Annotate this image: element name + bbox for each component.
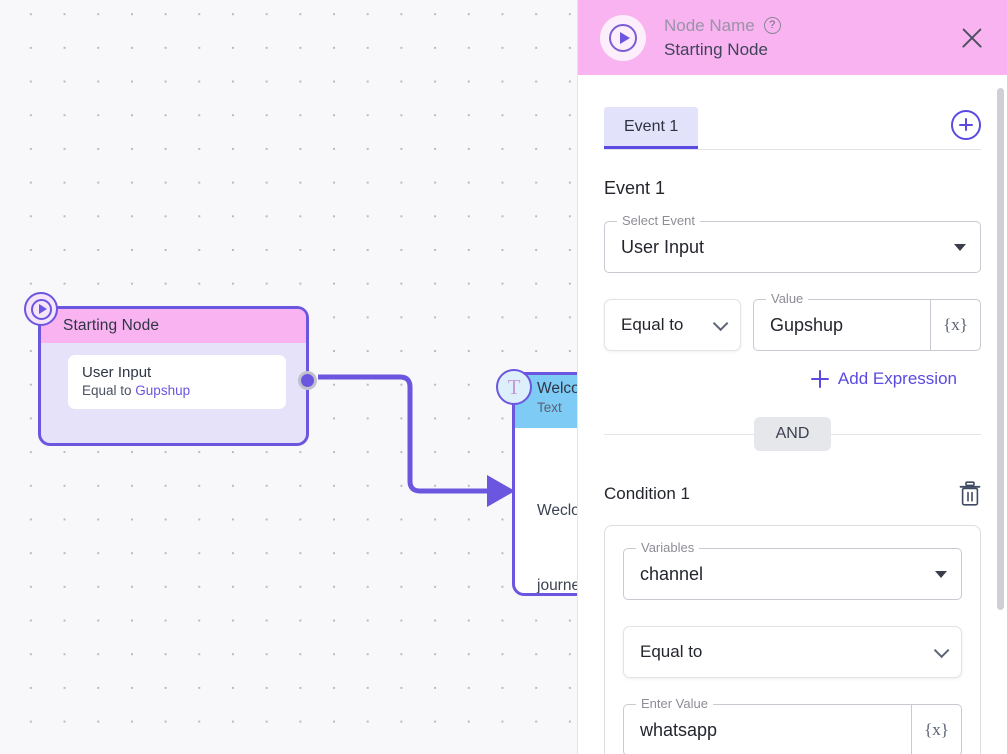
- canvas-text-node-body: Weclo journe {{var. nel_i: [515, 428, 578, 594]
- condition-expression-icon-label: {x}: [924, 720, 949, 739]
- condition-card: Variables channel Equal to Enter Value w…: [604, 525, 981, 754]
- condition-value-label: Enter Value: [636, 696, 713, 711]
- trash-icon[interactable]: [959, 481, 981, 507]
- plus-circle-icon[interactable]: [951, 109, 981, 140]
- caret-down-icon: [935, 570, 947, 578]
- panel-node-name-value[interactable]: Starting Node: [664, 39, 768, 59]
- condition-title: Condition 1: [604, 484, 691, 503]
- expression-toggle-button[interactable]: {x}: [930, 299, 981, 351]
- condition-header-row: Condition 1: [604, 481, 981, 507]
- chevron-down-icon: [712, 315, 729, 331]
- event-value-field[interactable]: Value Gupshup: [753, 291, 930, 351]
- play-circle-icon: [600, 14, 646, 61]
- logic-operator-row: AND: [604, 417, 981, 451]
- condition-operator-value: Equal to: [640, 642, 703, 661]
- canvas-node-event-subtitle: Equal to Gupshup: [82, 383, 272, 398]
- event-section-title: Event 1: [604, 178, 666, 198]
- condition-expression-toggle-button[interactable]: {x}: [911, 704, 962, 754]
- condition-operator-select[interactable]: Equal to: [623, 626, 962, 678]
- logic-operator-chip[interactable]: AND: [753, 417, 832, 451]
- canvas-node-event-card[interactable]: User Input Equal to Gupshup: [68, 355, 286, 409]
- select-event-label: Select Event: [617, 213, 700, 228]
- canvas-node-body: User Input Equal to Gupshup: [41, 343, 306, 423]
- add-expression-label: Add Expression: [837, 369, 957, 388]
- plus-icon: [810, 370, 829, 388]
- canvas-node-starting[interactable]: Starting Node User Input Equal to Gupshu…: [24, 292, 317, 446]
- node-config-panel: Node Name ? Starting Node Event 1 Event …: [577, 0, 1007, 754]
- canvas-node-event-value: Gupshup: [135, 383, 191, 398]
- select-event-value: User Input: [621, 236, 705, 257]
- condition-variables-value: channel: [640, 563, 704, 584]
- panel-header: Node Name ? Starting Node: [578, 0, 1007, 75]
- canvas-text-node-title: Welco: [537, 380, 578, 397]
- panel-scrollbar-thumb[interactable]: [997, 88, 1004, 610]
- condition-value-row: Enter Value whatsapp {x}: [623, 696, 962, 754]
- caret-down-icon: [954, 243, 966, 251]
- canvas-text-node-line2: journe: [537, 577, 578, 594]
- condition-value-input[interactable]: whatsapp: [640, 719, 718, 740]
- question-mark-icon[interactable]: ?: [763, 17, 781, 34]
- select-event-field[interactable]: Select Event User Input: [604, 213, 981, 273]
- add-expression-button[interactable]: Add Expression: [604, 369, 981, 389]
- tab-event-1[interactable]: Event 1: [604, 107, 699, 149]
- chevron-down-icon: [933, 642, 950, 658]
- event-value-label: Value: [766, 291, 809, 306]
- event-tabs-row: Event 1: [604, 107, 981, 150]
- event-operator-value: Equal to: [621, 315, 684, 334]
- expression-icon-label: {x}: [943, 315, 968, 334]
- event-value-input[interactable]: Gupshup: [770, 314, 844, 335]
- condition-variables-field[interactable]: Variables channel: [623, 540, 962, 600]
- canvas-text-node-subtitle: Text: [537, 400, 562, 415]
- close-icon[interactable]: [955, 21, 989, 55]
- panel-node-name-label: Node Name: [664, 15, 755, 35]
- canvas-text-node-line1: Weclo: [537, 502, 578, 519]
- event-operator-select[interactable]: Equal to: [604, 299, 741, 351]
- condition-variables-label: Variables: [636, 540, 700, 555]
- canvas-node-event-operator: Equal to: [82, 383, 136, 398]
- text-T-icon: T: [496, 369, 532, 405]
- flow-canvas[interactable]: Starting Node User Input Equal to Gupshu…: [0, 0, 578, 754]
- event-condition-row: Equal to Value Gupshup {x}: [604, 291, 981, 351]
- panel-body: Event 1 Event 1 Select Event User Input …: [578, 75, 1007, 754]
- node-output-handle[interactable]: [298, 371, 317, 390]
- canvas-node-event-title: User Input: [82, 364, 152, 381]
- canvas-node-header: Starting Node: [41, 309, 306, 343]
- canvas-node-text[interactable]: Welco Text Weclo journe {{var. nel_i: [512, 372, 578, 596]
- play-circle-icon: [24, 292, 58, 326]
- condition-value-field[interactable]: Enter Value whatsapp: [623, 696, 911, 754]
